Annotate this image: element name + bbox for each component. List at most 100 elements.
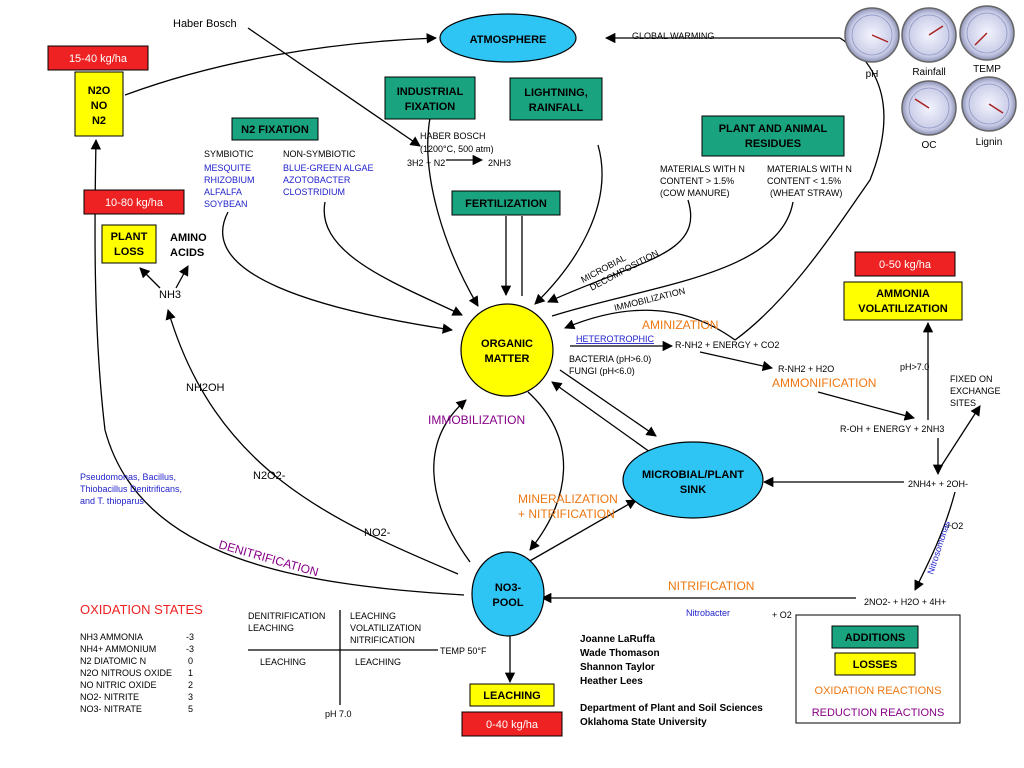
nh3-label: NH3 [159,289,181,301]
materials-low-line2: CONTENT < 1.5% [767,176,841,186]
volatilization-line1: AMMONIA [876,288,930,300]
symbiotic-item-3: ALFALFA [204,187,242,197]
o2-right-label: +O2 [946,521,963,531]
haber-bosch-label: HABER BOSCH [420,131,486,141]
box-ammonia-volatilization: AMMONIA VOLATILIZATION [843,281,963,321]
ox-row-5-state: 2 [188,680,193,690]
quadrant-tr-line1: LEACHING [350,611,396,621]
n-gases-line3: N2 [92,115,106,127]
ox-row-3-state: 0 [188,656,193,666]
nitrosomonas-label: Nitrosomonas [925,519,952,575]
ox-row-6-formula: NO2- NITRITE [80,692,139,702]
nh4-oh-label: 2NH4+ + 2OH- [908,479,968,489]
fertilization-label: FERTILIZATION [465,198,547,210]
leaching-label: LEACHING [483,690,540,702]
rate-volatilization-label: 0-50 kg/ha [879,259,932,271]
arrow-pool-to-om [433,399,471,563]
quadrant-tl-line1: DENITRIFICATION [248,611,325,621]
box-leaching: LEACHING [469,683,555,707]
nh2oh-label: NH2OH [186,382,225,394]
legend-additions-label: ADDITIONS [845,632,906,644]
materials-low-line1: MATERIALS WITH N [767,164,852,174]
box-fertilization: FERTILIZATION [451,190,561,216]
arrows [90,27,981,705]
rate-plant: 10-80 kg/ha [83,189,185,215]
ox-row-1-formula: NH3 AMMONIA [80,632,143,642]
arrow-pool-to-sink [527,499,637,563]
ox-row-4-formula: N2O NITROUS OXIDE [80,668,172,678]
pseudomonas-line1: Pseudomonas, Bacillus, [80,472,176,482]
o2-lower-label: + O2 [772,610,792,620]
arrow-industrial-to-om [427,117,479,307]
materials-high-line1: MATERIALS WITH N [660,164,745,174]
rnh2-h2o-label: R-NH2 + H2O [778,364,834,374]
fixed-exchange-line3: SITES [950,398,976,408]
no3-pool-line1: NO3- [495,582,522,594]
gauge-lignin-label: Lignin [976,137,1003,148]
quadrant-tl-line2: LEACHING [248,623,294,633]
volatilization-line2: VOLATILIZATION [858,303,947,315]
organic-matter-line1: ORGANIC [481,338,533,350]
node-atmosphere: ATMOSPHERE [439,13,577,63]
arrow-haber-bosch [247,27,421,147]
n-gases-line2: NO [91,100,108,112]
lightning-line2: RAINFALL [529,102,584,114]
symbiotic-item-1: MESQUITE [204,163,251,173]
pseudomonas-line3: and T. thioparus [80,496,144,506]
quadrant-tr-line2: VOLATILIZATION [350,623,421,633]
mineralization-line2: + NITRIFICATION [518,507,615,521]
organic-matter-line2: MATTER [484,353,529,365]
symbiotic-item-4: SOYBEAN [204,199,248,209]
arrow-denitrification [90,138,465,596]
box-plant-loss: PLANT LOSS [101,224,157,264]
plant-loss-line2: LOSS [114,246,144,258]
gauge-ph: pH [844,7,900,80]
quadrant-ph: pH 7.0 [325,709,352,719]
gauge-lignin: Lignin [961,76,1017,148]
box-n2-fixation: N2 FIXATION [231,117,319,141]
rate-gas-label: 15-40 kg/ha [69,53,128,65]
haber-eq-left: 3H2 + N2 [407,158,445,168]
arrow-sink-to-om [551,381,651,453]
global-warming-label: GLOBAL WARMING [632,31,714,41]
arrow-pool-to-nh3 [165,309,459,575]
immobilization-mid-label: IMMOBILIZATION [428,413,525,427]
arrow-immobilization-curve [734,37,885,341]
node-organic-matter: ORGANIC MATTER [460,303,554,397]
legend-reduction-label: REDUCTION REACTIONS [812,707,945,719]
rate-gas: 15-40 kg/ha [47,45,149,71]
quadrant-temp: TEMP 50°F [440,646,487,656]
gauge-oc-label: OC [922,140,937,151]
ox-row-1-state: -3 [186,632,194,642]
quadrant-tr-line3: NITRIFICATION [350,635,415,645]
ox-row-2-formula: NH4+ AMMONIUM [80,644,156,654]
non-symbiotic-label: NON-SYMBIOTIC [283,149,356,159]
oxidation-states-title: OXIDATION STATES [80,602,203,617]
symbiotic-label: SYMBIOTIC [204,149,254,159]
author-4: Heather Lees [580,676,643,687]
affiliation-line1: Department of Plant and Soil Sciences [580,703,763,714]
authors-block: Joanne LaRuffa Wade Thomason Shannon Tay… [580,634,763,728]
heterotrophic-label: HETEROTROPHIC [576,334,655,344]
haber-eq-right: 2NH3 [488,158,511,168]
arrow-wheat-straw [551,201,794,317]
oxidation-states-table: OXIDATION STATES NH3 AMMONIA -3 NH4+ AMM… [80,602,203,714]
affiliation-line2: Oklahoma State University [580,717,707,728]
arrow-immobilization-into-om [564,309,736,341]
rate-leaching-label: 0-40 kg/ha [486,719,539,731]
ox-row-3-formula: N2 DIATOMIC N [80,656,146,666]
arrow-to-roh [817,391,916,421]
nitrification-label: NITRIFICATION [668,579,754,593]
no2-h2o-label: 2NO2- + H2O + 4H+ [864,597,946,607]
gauge-oc: OC [901,80,957,151]
rate-leaching: 0-40 kg/ha [461,711,563,737]
aminization-label: AMINIZATION [642,318,718,332]
non-symbiotic-item-3: CLOSTRIDIUM [283,187,345,197]
arrow-decomposition [547,199,692,303]
plant-loss-line1: PLANT [111,231,148,243]
arrow-symbiotic-to-om [222,211,454,334]
gauge-rainfall-label: Rainfall [912,67,945,78]
denitrification-label: DENITRIFICATION [217,537,320,579]
